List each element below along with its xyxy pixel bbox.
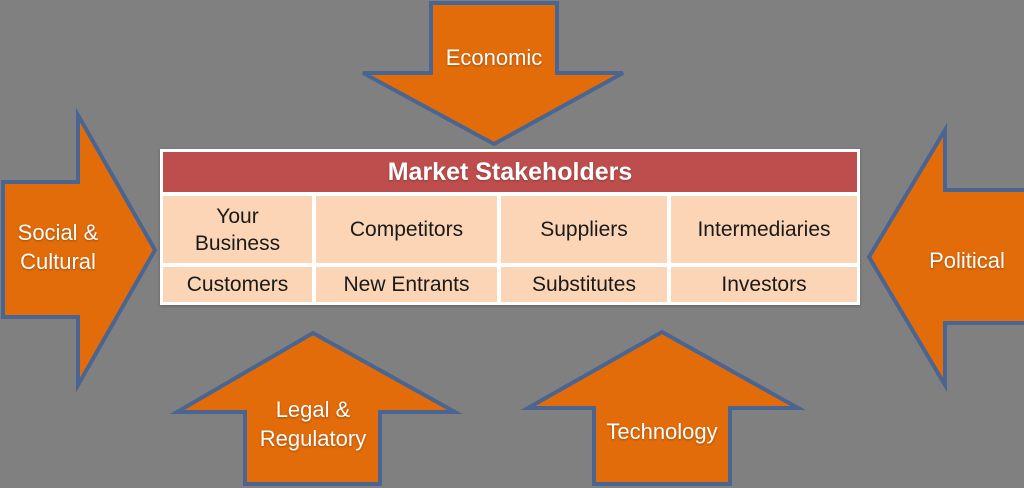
market-stakeholders-table: Market Stakeholders Your Business Compet… (160, 149, 860, 305)
cell-substitutes: Substitutes (501, 267, 667, 302)
cell-investors: Investors (671, 267, 857, 302)
cell-your-business: Your Business (163, 196, 312, 263)
legal-regulatory-arrow-label: Legal & Regulatory (259, 397, 367, 451)
cell-new-entrants: New Entrants (316, 267, 497, 302)
economic-arrow-shape (362, 1, 624, 147)
cell-competitors: Competitors (316, 196, 497, 263)
legal-regulatory-arrow-shape (169, 330, 463, 486)
social-cultural-arrow-shape (1, 107, 158, 393)
economic-arrow-label: Economic (445, 45, 543, 70)
social-cultural-arrow-label: Social & Cultural (17, 220, 99, 274)
cell-intermediaries: Intermediaries (671, 196, 857, 263)
cell-customers: Customers (163, 267, 312, 302)
political-arrow-shape (866, 122, 1024, 393)
technology-arrow-label: Technology (606, 419, 718, 444)
political-arrow-label: Political (929, 248, 1005, 273)
technology-arrow-shape (520, 329, 806, 486)
cell-suppliers: Suppliers (501, 196, 667, 263)
table-title: Market Stakeholders (163, 152, 857, 192)
